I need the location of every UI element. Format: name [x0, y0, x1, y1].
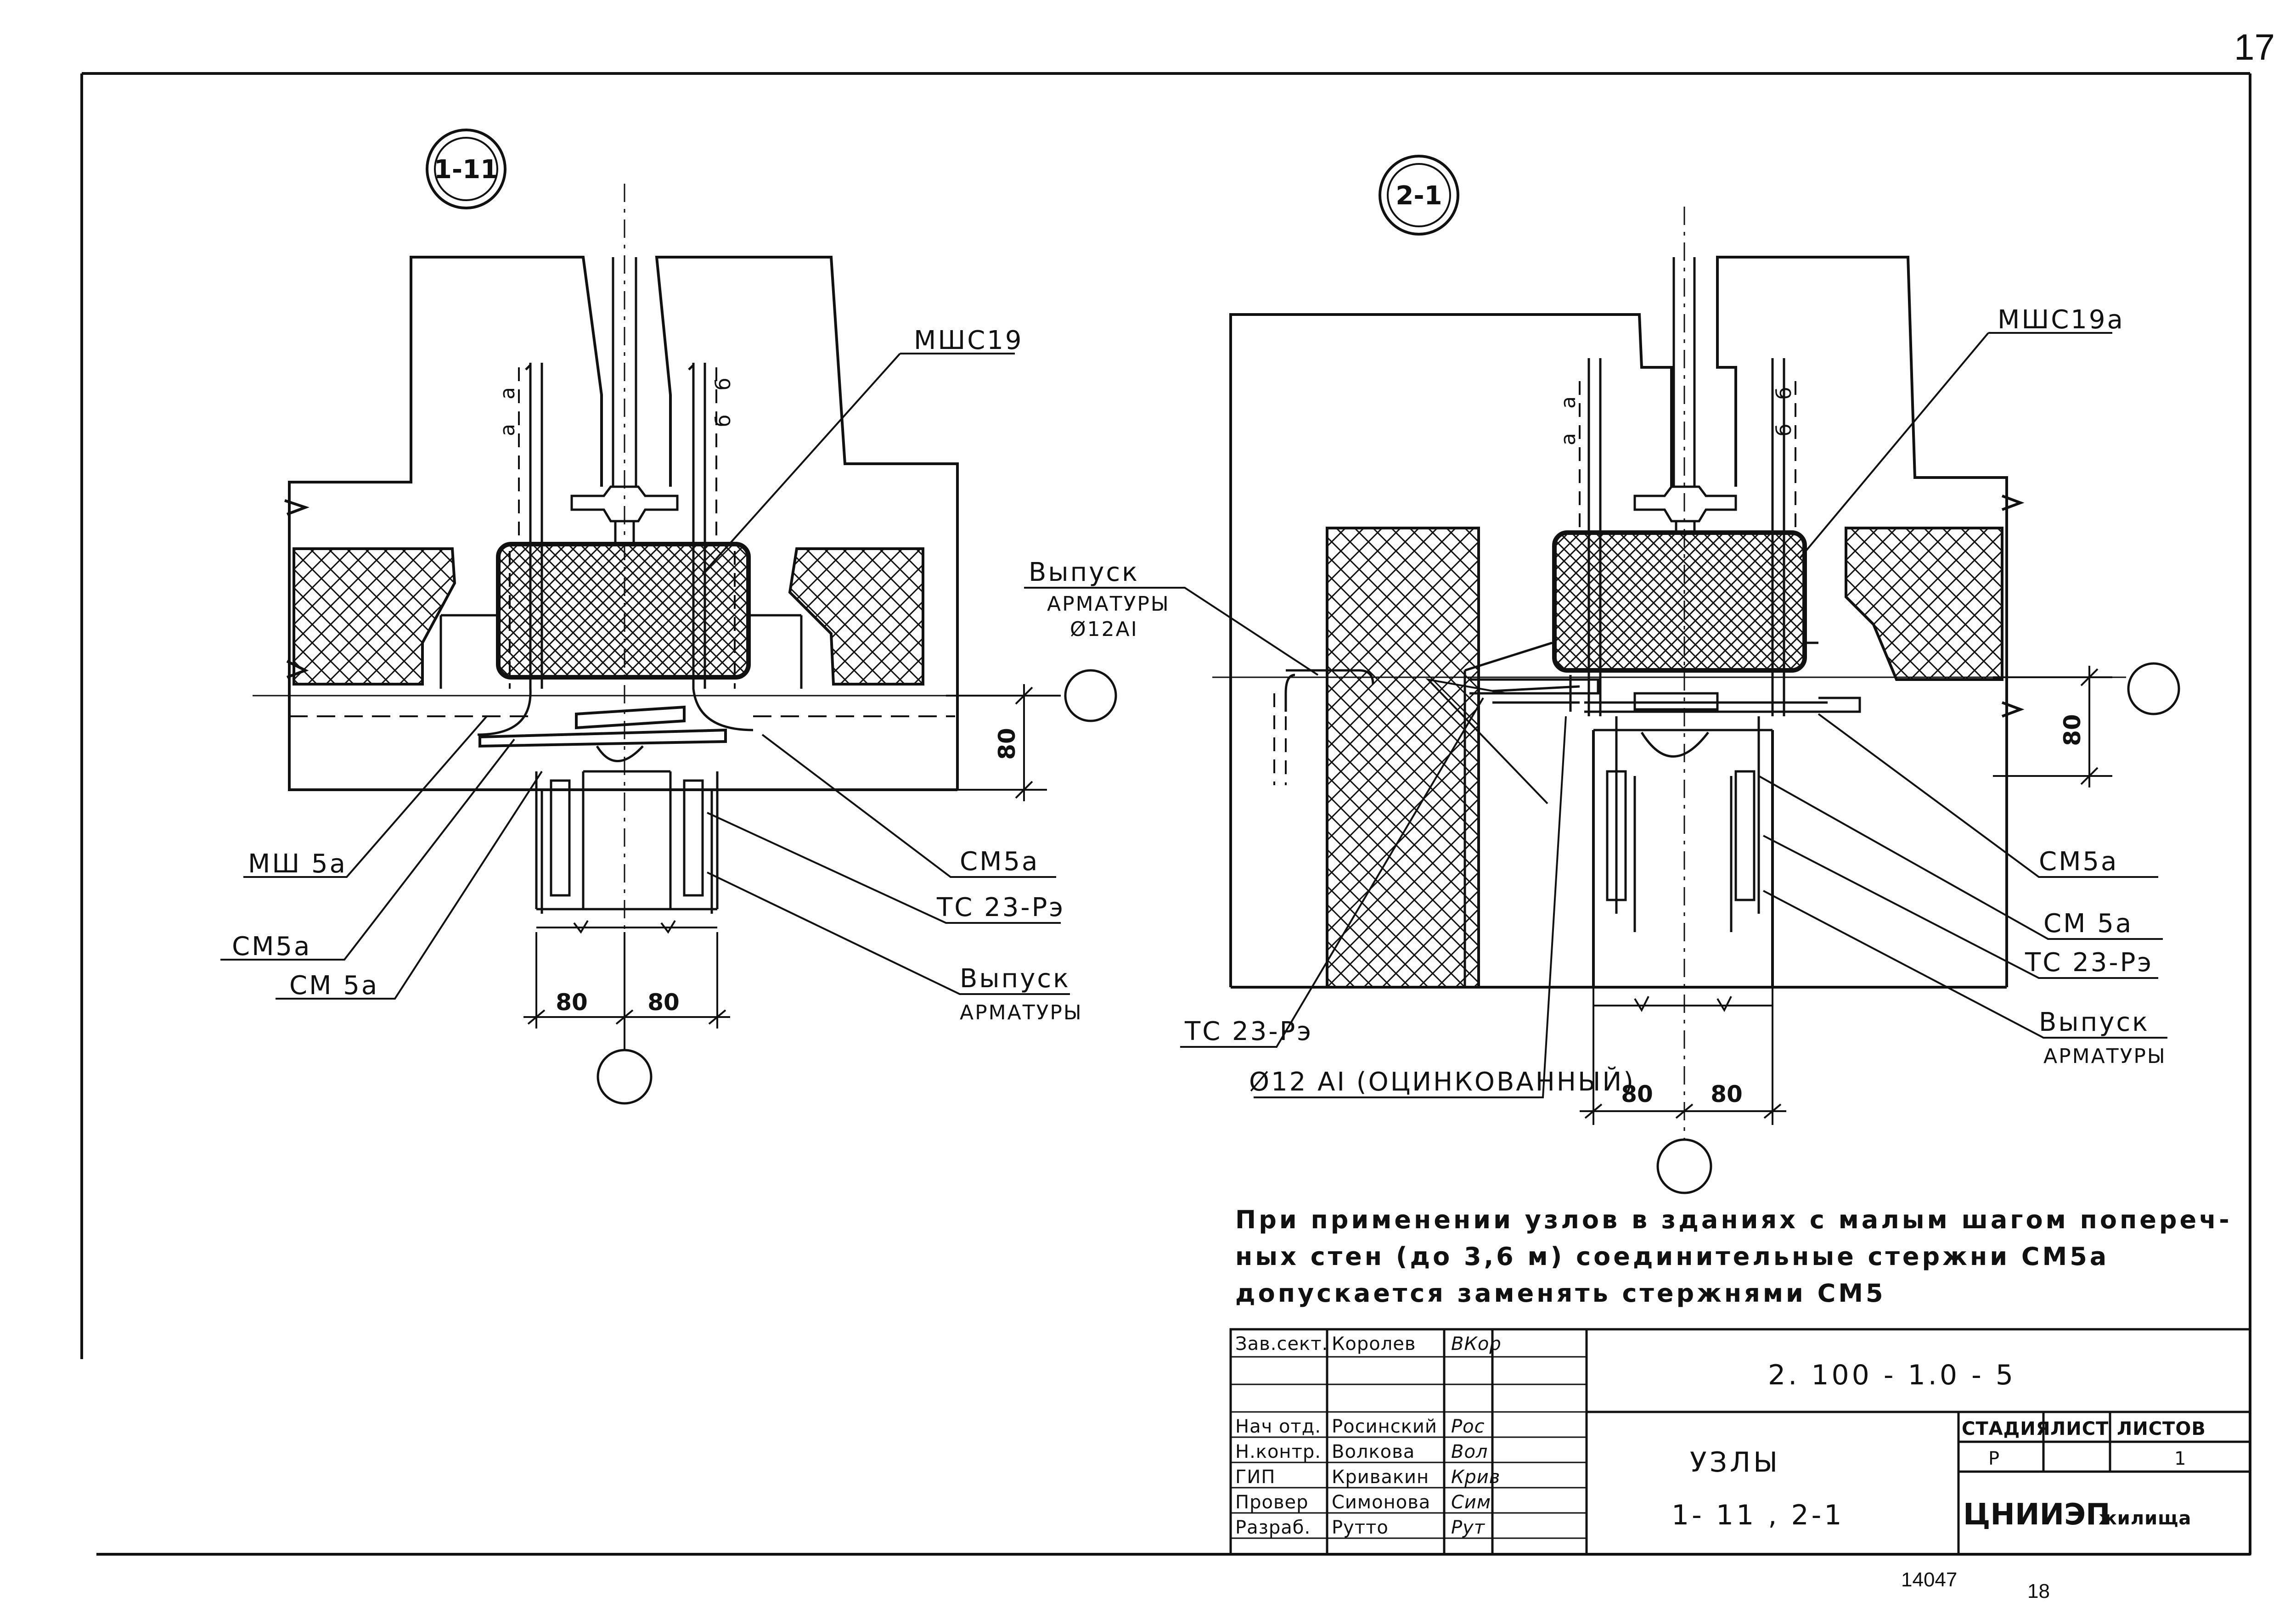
- label-cm5a-right-2: СМ 5а: [2043, 909, 2133, 939]
- tb-sheet-header: ЛИСТ: [2050, 1418, 2109, 1439]
- title-block: Зав.сект. Королев ВКор Нач отд. Росински…: [1229, 1328, 2251, 1556]
- tb-sign-4: Вол: [1451, 1441, 1488, 1462]
- dim-80-left-vertical: 80: [994, 728, 1020, 760]
- tag-b-right-2: б: [1773, 422, 1796, 436]
- axis-marker-left-right: [1064, 669, 1117, 722]
- tag-a-right: а: [1557, 395, 1580, 409]
- axis-marker-right-right: [2127, 662, 2180, 715]
- tag-a-left: а: [496, 386, 519, 399]
- tb-role-5: ГИП: [1235, 1467, 1275, 1488]
- label-msh5a: МШ 5а: [248, 849, 347, 879]
- tb-name-3: Росинский: [1332, 1416, 1437, 1437]
- label-cm5a-left-2: СМ 5а: [289, 971, 379, 1001]
- node-2-1: 2-1: [1024, 155, 2180, 1194]
- footer-page: 18: [2027, 1580, 2050, 1602]
- tb-stage-value: Р: [1988, 1448, 2000, 1469]
- dim-80-left-b: 80: [647, 989, 680, 1016]
- tb-name-6: Симонова: [1332, 1492, 1430, 1513]
- note-block: При применении узлов в зданиях с малым ш…: [1235, 1205, 2232, 1308]
- tb-doc-code: 2. 100 - 1.0 - 5: [1768, 1359, 2016, 1391]
- tb-stage-header: СТАДИЯ: [1962, 1418, 2051, 1439]
- note-line-3: допускается заменять стержнями СМ5: [1235, 1279, 1886, 1308]
- tb-sign-0: ВКор: [1451, 1333, 1502, 1355]
- label-cm5a-left-1: СМ5а: [232, 932, 311, 961]
- label-cm5a-right-1: СМ5а: [2039, 847, 2118, 877]
- tb-sheets-value: 1: [2174, 1448, 2186, 1469]
- dim-80-right-b: 80: [1711, 1081, 1743, 1107]
- tag-b-right: б: [1773, 386, 1796, 399]
- label-d12-zinc: Ø12 АI (ОЦИНКОВАННЫЙ): [1249, 1067, 1635, 1097]
- tag-b-left: б: [712, 377, 735, 390]
- node-marker-left: 1-11: [434, 155, 498, 185]
- node-1-11: 1-11: [220, 129, 1117, 1105]
- label-armatury-right: АРМАТУРЫ: [2043, 1045, 2167, 1068]
- tb-name-7: Рутто: [1332, 1517, 1389, 1538]
- label-tc23-left: ТС 23-Рэ: [936, 893, 1065, 922]
- dim-80-right-a: 80: [1621, 1081, 1653, 1107]
- tb-role-3: Нач отд.: [1235, 1416, 1321, 1437]
- tag-a-right-2: а: [1557, 432, 1580, 445]
- tb-org: ЦНИИЭП: [1963, 1498, 2110, 1532]
- tb-title-1: УЗЛЫ: [1690, 1446, 1780, 1478]
- tag-a-left-2: а: [496, 422, 519, 436]
- footer-code: 14047: [1901, 1568, 1957, 1591]
- tb-sign-6: Сим: [1451, 1492, 1491, 1513]
- tb-role-6: Провер: [1235, 1492, 1309, 1513]
- tb-title-2: 1- 11 , 2-1: [1671, 1499, 1844, 1531]
- axis-marker-right-bottom: [1656, 1138, 1712, 1194]
- tb-name-0: Королев: [1332, 1333, 1416, 1355]
- drawing-frame: [80, 72, 2251, 1556]
- tb-org-suffix: жилища: [2099, 1508, 2191, 1529]
- tb-role-4: Н.контр.: [1235, 1441, 1321, 1462]
- label-vypusk-left: Выпуск: [960, 964, 1070, 994]
- label-vypusk-right: Выпуск: [2039, 1007, 2150, 1037]
- axis-marker-left-bottom: [597, 1049, 653, 1105]
- note-line-2: ных стен (до 3,6 м) соединительные стерж…: [1235, 1242, 2109, 1271]
- node-marker-right: 2-1: [1396, 181, 1442, 211]
- label-armatury-left: АРМАТУРЫ: [960, 1001, 1083, 1024]
- label-armatury-top: АРМАТУРЫ: [1047, 592, 1170, 616]
- page-number: 17: [2234, 27, 2275, 67]
- tb-sign-7: Рут: [1451, 1517, 1486, 1538]
- label-mshs19a: МШС19а: [1998, 305, 2125, 335]
- tb-sign-5: Крив: [1451, 1467, 1500, 1488]
- tb-role-0: Зав.сект.: [1235, 1333, 1328, 1355]
- tag-b-left-2: б: [712, 413, 735, 427]
- tb-name-5: Кривакин: [1332, 1467, 1429, 1488]
- label-mshs19: МШС19: [914, 326, 1024, 355]
- label-tc23-left-bottom: ТС 23-Рэ: [1184, 1017, 1313, 1046]
- tb-name-4: Волкова: [1332, 1441, 1415, 1462]
- label-tc23-right: ТС 23-Рэ: [2025, 948, 2153, 978]
- label-cm5a-left-right: СМ5а: [960, 847, 1039, 877]
- note-line-1: При применении узлов в зданиях с малым ш…: [1235, 1205, 2232, 1234]
- dim-80-left-a: 80: [556, 989, 588, 1016]
- dim-80-right-vertical: 80: [2059, 714, 2086, 746]
- tb-sign-3: Рос: [1451, 1416, 1485, 1437]
- tb-sheets-header: ЛИСТОВ: [2117, 1418, 2206, 1439]
- label-vypusk-top: Выпуск: [1029, 557, 1139, 587]
- label-d12-top: Ø12АI: [1070, 618, 1138, 641]
- tb-role-7: Разраб.: [1235, 1517, 1311, 1538]
